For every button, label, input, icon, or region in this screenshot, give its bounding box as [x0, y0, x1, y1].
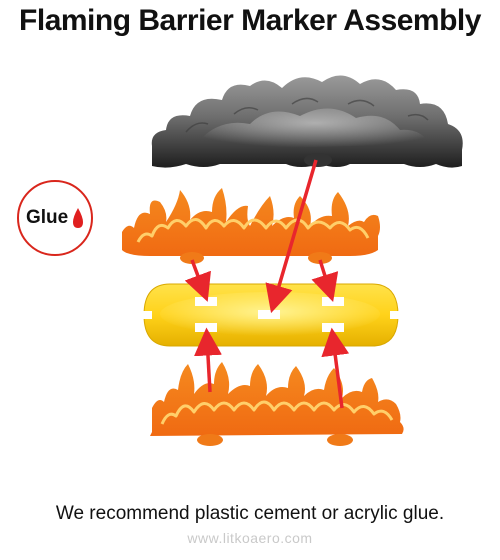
recommendation-caption: We recommend plastic cement or acrylic g… [55, 503, 445, 524]
upper-flame-strip [122, 188, 380, 264]
assembly-arrows [184, 159, 350, 409]
arrow-lower-left [193, 327, 222, 393]
arrow-upper-right [311, 259, 339, 303]
glue-drop-icon [73, 208, 83, 228]
base-bar [142, 283, 400, 347]
diagram-title: Flaming Barrier Marker Assembly [19, 4, 481, 37]
arrow-cloud-to-center [265, 159, 318, 314]
arrow-upper-left [184, 259, 211, 302]
glue-badge: Glue [17, 180, 93, 256]
arrow-lower-right [321, 327, 350, 409]
website-watermark: www.litkoaero.com [187, 530, 313, 546]
lower-flame-strip [150, 362, 404, 446]
smoke-cloud [151, 75, 463, 168]
glue-label: Glue [26, 207, 69, 228]
